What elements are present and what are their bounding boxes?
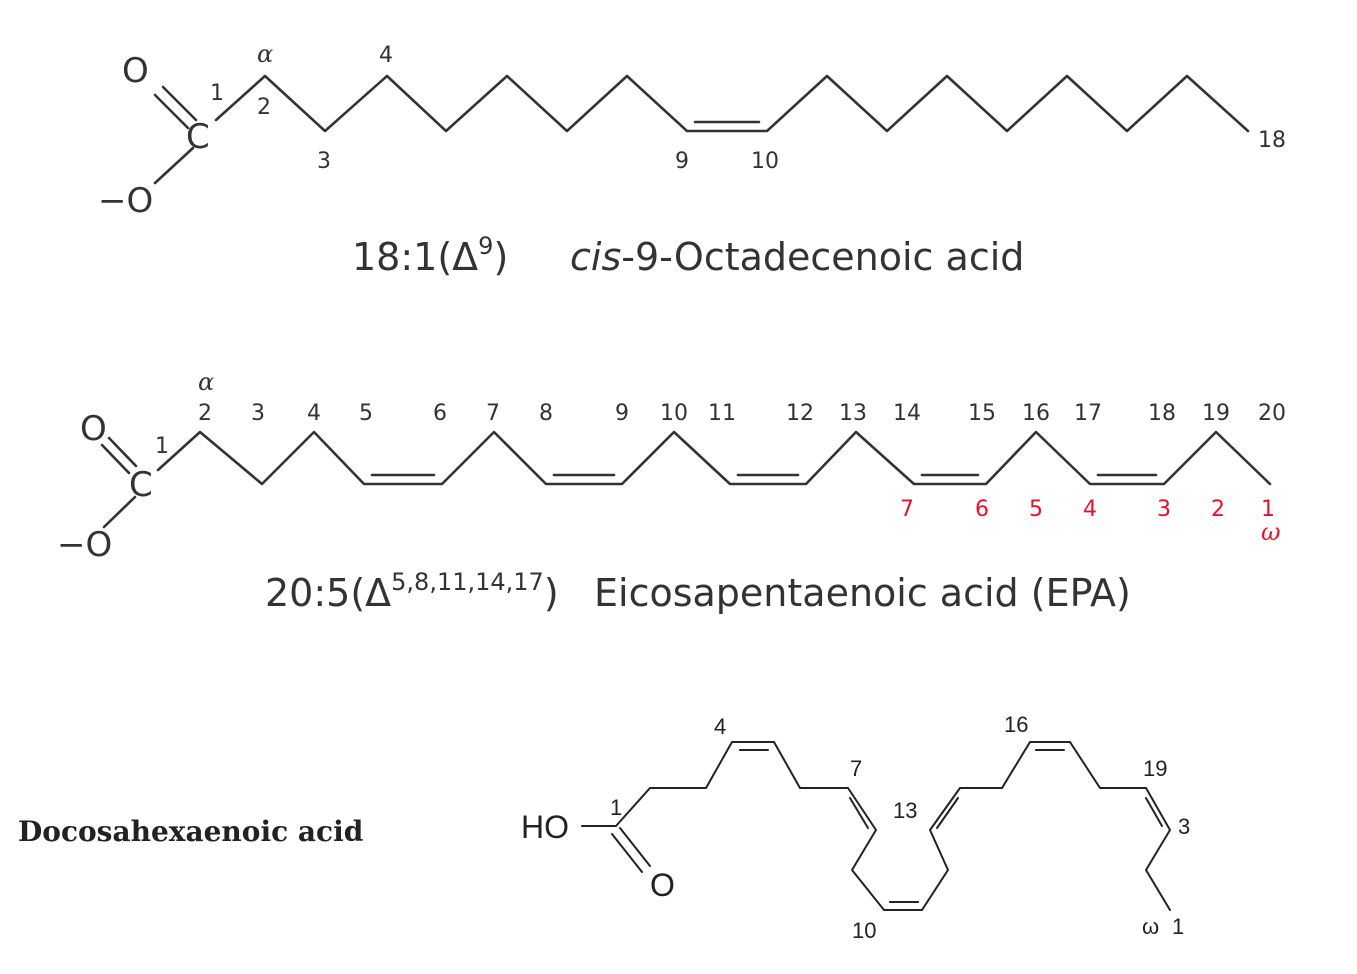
epa-carbon-number: 13 [839,401,867,426]
epa-carbon-number: 10 [660,401,688,426]
epa-omega-number: 3 [1157,497,1171,522]
epa-omega-number: 5 [1029,497,1043,522]
oleic-carbon-number-9: 9 [675,149,689,174]
epa-carbon-number: 11 [708,401,736,426]
dha-carbon-number-16: 16 [1004,712,1028,737]
epa-carbon-numbers: 2 3 4 5 6 7 8 9 10 11 12 13 14 15 16 17 18 19 20 [198,401,1286,426]
dha-hydroxyl: HO [521,809,569,845]
dha-carbon-chain [615,741,1171,911]
oleic-carbon-number-1: 1 [210,81,224,106]
epa-carbon-number: 6 [433,401,447,426]
epa-carbon-number: 7 [486,401,500,426]
epa-formula: 20:5(Δ5,8,11,14,17) [265,568,559,615]
dha-carbon-number-7: 7 [850,756,862,781]
epa-carbon-number: 3 [251,401,265,426]
epa-co-double-bond-b [100,443,131,475]
dha-name: Docosahexaenoic acid [18,815,363,848]
dha-omega-number-1: 1 [1172,914,1184,939]
dha-structure: Docosahexaenoic acid HO O 1 4 7 10 13 16… [18,712,1190,943]
epa-carboxyl-carbon: C [129,465,153,505]
dha-double-bond-19-20 [1145,797,1163,827]
dha-carbon-number-1: 1 [610,795,622,820]
epa-carbon-number: 2 [198,401,212,426]
oleic-c-o-bond [153,146,195,185]
epa-anion-oxygen: −O [57,525,112,565]
epa-omega-number: 2 [1211,497,1225,522]
dha-carbonyl-oxygen: O [650,867,675,903]
dha-carbon-number-10: 10 [852,918,876,943]
oleic-formula: 18:1(Δ9) [352,232,508,279]
epa-omega-number: 6 [975,497,989,522]
dha-double-bond-13-14 [936,797,959,829]
epa-carbon-number: 12 [786,401,814,426]
oleic-name: cis-9-Octadecenoic acid [570,235,1024,279]
epa-carbon-number: 19 [1202,401,1230,426]
epa-carbon-number: 4 [307,401,321,426]
dha-omega-label: ω [1142,914,1159,939]
dha-co-double-bond-a [619,827,651,867]
epa-c-o-bond [102,495,137,529]
dha-double-bond-7-8 [849,797,869,829]
oleic-carbon-number-18: 18 [1258,128,1286,153]
dha-omega-number-3: 3 [1178,814,1190,839]
epa-carbon-number: 15 [968,401,996,426]
epa-carbon-number: 18 [1148,401,1176,426]
epa-alpha-label: α [198,368,214,396]
oleic-alpha-label: α [257,40,273,68]
epa-omega-number: 1 [1261,497,1275,522]
oleic-carboxyl-carbon: C [186,117,210,157]
epa-omega-numbers: 7 6 5 4 3 2 1 [900,497,1275,522]
epa-name: Eicosapentaenoic acid (EPA) [594,571,1131,615]
oleic-carbonyl-oxygen: O [122,51,149,91]
epa-carbon-number: 14 [893,401,921,426]
oleic-anion-oxygen: −O [98,181,153,221]
epa-omega-label: ω [1261,518,1281,546]
oleic-co-double-bond-a [161,85,198,122]
oleic-carbon-number-2: 2 [257,95,271,120]
oleic-acid-structure: O C −O α 1 2 3 4 9 10 18 18:1(Δ9) cis-9-… [98,40,1286,279]
epa-omega-number: 7 [900,497,914,522]
epa-carbon-number-1: 1 [155,434,169,459]
epa-carbon-number: 16 [1022,401,1050,426]
dha-co-double-bond-b [611,833,643,873]
epa-carbon-number: 9 [615,401,629,426]
dha-carbon-number-19: 19 [1143,756,1167,781]
dha-carbon-number-4: 4 [714,714,726,739]
oleic-carbon-chain [214,74,1250,133]
epa-carbon-number: 17 [1074,401,1102,426]
oleic-carbon-number-10: 10 [751,149,779,174]
epa-carbon-chain [156,430,1272,486]
dha-carbon-number-13: 13 [893,798,917,823]
epa-carbonyl-oxygen: O [80,409,107,449]
epa-omega-number: 4 [1083,497,1097,522]
oleic-co-double-bond-b [153,93,190,130]
epa-carbon-number: 20 [1258,401,1286,426]
oleic-carbon-number-4: 4 [379,43,393,68]
epa-carbon-number: 8 [539,401,553,426]
epa-co-double-bond-a [107,436,138,468]
oleic-carbon-number-3: 3 [317,149,331,174]
epa-carbon-number: 5 [359,401,373,426]
